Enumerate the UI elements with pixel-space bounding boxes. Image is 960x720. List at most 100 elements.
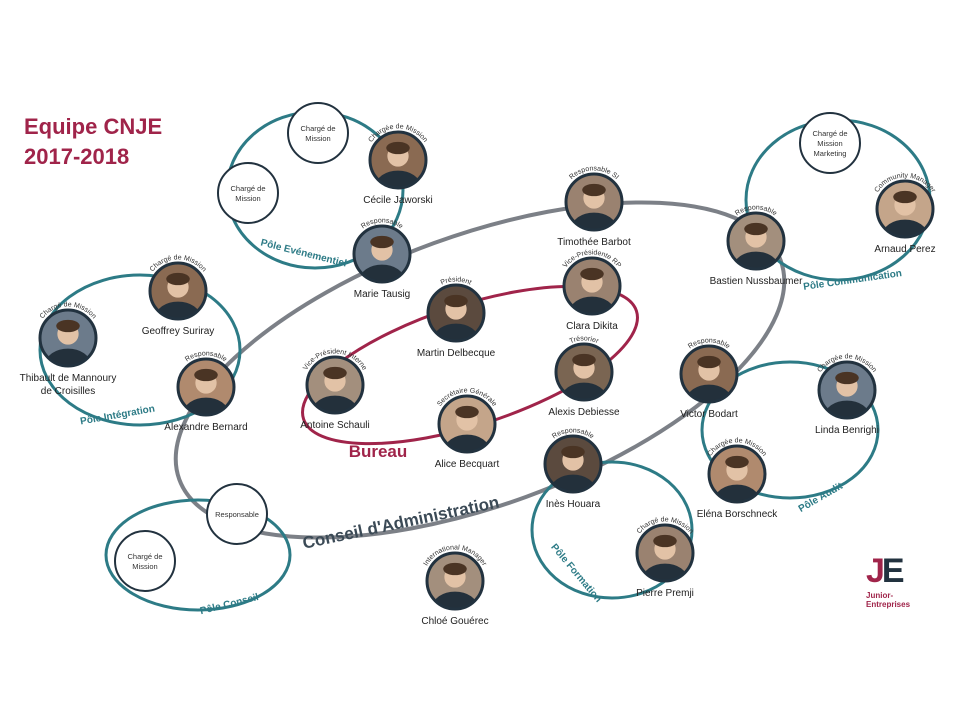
avatar-border <box>679 344 739 404</box>
placeholder-circle <box>114 530 176 592</box>
logo-mark: JE <box>866 552 905 590</box>
avatar-border <box>562 256 622 316</box>
page-title: Equipe CNJE 2017-2018 <box>24 112 162 172</box>
person-name: Timothée Barbot <box>557 237 631 248</box>
conseil-ring <box>104 498 292 612</box>
group-label-pole-conseil: Pôle Conseil <box>199 592 260 617</box>
avatar-border <box>425 551 485 611</box>
person-name: Martin Delbecque <box>417 348 496 359</box>
avatar-border <box>875 179 935 239</box>
person-name: Cécile Jaworski <box>363 195 432 206</box>
person-name: Chloé Gouérec <box>421 616 488 627</box>
group-label-bureau: Bureau <box>349 442 408 461</box>
avatar <box>637 525 693 581</box>
avatar-border <box>38 308 98 368</box>
person-name: Eléna Borschneck <box>697 509 779 520</box>
avatar-border <box>305 355 365 415</box>
avatar <box>307 357 363 413</box>
placeholder-circle <box>799 112 861 174</box>
person-name: Pierre Premji <box>636 588 694 599</box>
avatar-border <box>426 283 486 343</box>
avatar-border <box>726 211 786 271</box>
avatar <box>370 132 426 188</box>
person-name: Alexandre Bernard <box>164 422 247 433</box>
person-name: Inès Houara <box>546 499 601 510</box>
person-node-conseil-resp: Responsable <box>206 483 268 545</box>
avatar-border <box>352 224 412 284</box>
placeholder-circle <box>206 483 268 545</box>
avatar <box>178 359 234 415</box>
ca-ring <box>173 200 787 540</box>
avatar-border <box>437 394 497 454</box>
avatar-border <box>564 172 624 232</box>
avatar <box>564 258 620 314</box>
placeholder-role: Responsable <box>215 510 259 519</box>
person-name: Antoine Schauli <box>300 420 370 431</box>
avatar-border <box>554 342 614 402</box>
person-name: Arnaud Perez <box>874 244 935 255</box>
avatar <box>150 263 206 319</box>
avatar-border <box>635 523 695 583</box>
avatar <box>877 181 933 237</box>
connector-rings <box>38 110 932 612</box>
title-line-2: 2017-2018 <box>24 144 130 169</box>
person-name: Geoffrey Suriray <box>142 326 215 337</box>
avatar <box>427 553 483 609</box>
formation-ring <box>530 460 694 600</box>
group-label-pole-communication: Pôle Communication <box>803 268 903 293</box>
avatar-border <box>176 357 236 417</box>
avatar-border <box>707 444 767 504</box>
person-name: Linda Benrighi <box>815 425 879 436</box>
avatar <box>354 226 410 282</box>
group-label-pole-evenementiel: Pôle Evénementiel <box>259 238 348 270</box>
person-role: Président <box>440 276 473 286</box>
avatar <box>439 396 495 452</box>
avatar <box>428 285 484 341</box>
person-name: Clara Dikita <box>566 321 618 332</box>
title-line-1: Equipe CNJE <box>24 114 163 139</box>
person-role: Trésorier <box>569 335 600 345</box>
avatar <box>545 436 601 492</box>
person-name: Alexis Debiesse <box>548 407 620 418</box>
avatar <box>681 346 737 402</box>
avatar-border <box>368 130 428 190</box>
avatar <box>728 213 784 269</box>
group-label-ca: Conseil d'Administration <box>301 492 501 552</box>
integration-ring <box>38 273 242 427</box>
avatar-border <box>817 360 877 420</box>
avatar <box>819 362 875 418</box>
placeholder-circle <box>287 102 349 164</box>
person-name: Bastien Nussbaumer <box>710 276 803 287</box>
avatar <box>709 446 765 502</box>
logo-text: Junior-Entreprises <box>866 591 911 609</box>
audit-ring <box>700 360 880 500</box>
person-name: Alice Becquart <box>435 459 500 470</box>
person-name: Marie Tausig <box>354 289 411 300</box>
person-name: Victor Bodart <box>680 409 738 420</box>
avatar <box>556 344 612 400</box>
